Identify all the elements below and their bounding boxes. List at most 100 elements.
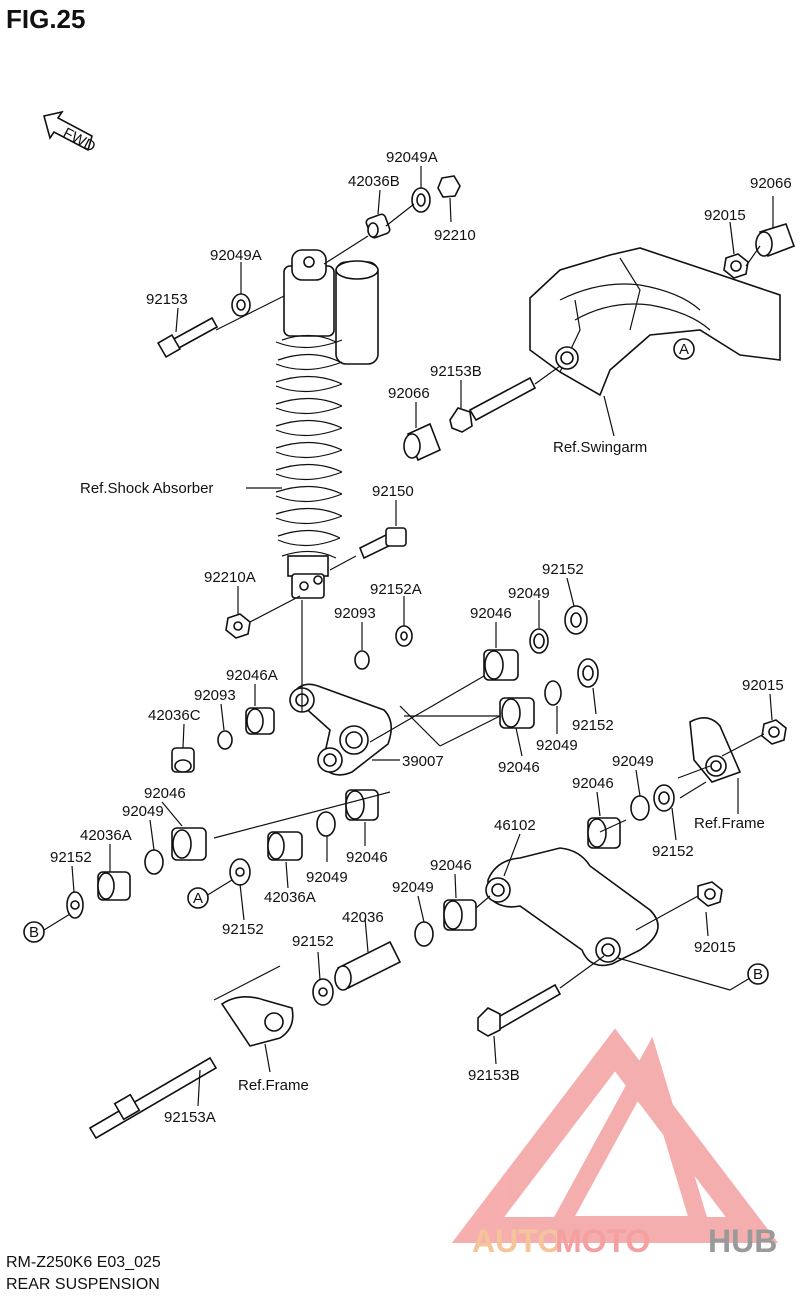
svg-text:B: B: [29, 924, 39, 941]
label-92152-mid: 92152: [222, 921, 264, 938]
nut-92015-top: [723, 253, 749, 279]
label-92046-a: 92046: [470, 605, 512, 622]
label-92066-mid: 92066: [388, 385, 430, 402]
washer-92049-b: [544, 680, 562, 706]
label-92046-left: 92046: [144, 785, 186, 802]
washer-92152-c: [653, 784, 675, 812]
nut-92210: [437, 175, 461, 198]
linkage-lever-39007: [289, 683, 392, 776]
collar-42036: [334, 940, 402, 991]
fwd-arrow-icon: FWD: [43, 110, 98, 156]
label-92049A-top: 92049A: [386, 149, 438, 166]
label-42036B: 42036B: [348, 173, 400, 190]
label-92066-top: 92066: [750, 175, 792, 192]
label-92015-top: 92015: [704, 207, 746, 224]
label-92049-a: 92049: [508, 585, 550, 602]
label-42036C: 42036C: [148, 707, 201, 724]
label-92153A: 92153A: [164, 1109, 216, 1126]
svg-text:HUB: HUB: [708, 1223, 777, 1259]
label-92210A: 92210A: [204, 569, 256, 586]
nut-92015-right: [761, 719, 787, 745]
label-ref-frame-low: Ref.Frame: [238, 1077, 309, 1094]
label-92046-c: 92046: [572, 775, 614, 792]
label-39007: 39007: [402, 753, 444, 770]
swingarm-section: [529, 247, 781, 397]
washer-92152-low: [312, 978, 334, 1006]
bearing-92046-d: [345, 789, 379, 821]
washer-92049-d: [316, 811, 336, 837]
label-92049-b: 92049: [536, 737, 578, 754]
bearing-92046-e: [443, 899, 477, 931]
footer-code: RM-Z250K6 E03_025: [6, 1254, 161, 1271]
washer-92049-c: [630, 795, 650, 821]
label-92049-d: 92049: [306, 869, 348, 886]
bearing-92046-a: [483, 649, 519, 681]
label-92152-low: 92152: [292, 933, 334, 950]
bolt-92153: [156, 316, 219, 359]
callout-a-right: A: [673, 338, 695, 360]
washer-92152-b: [577, 658, 599, 688]
bolt-92150: [358, 527, 407, 560]
bush-92066-mid: [403, 422, 442, 462]
collar-42036A-left: [97, 871, 131, 901]
label-ref-frame-right: Ref.Frame: [694, 815, 765, 832]
label-42036: 42036: [342, 909, 384, 926]
washer-92152-left: [66, 891, 84, 919]
label-92150: 92150: [372, 483, 414, 500]
washer-92049-a: [529, 628, 549, 654]
leader-lines: [43, 166, 774, 1107]
label-92046A: 92046A: [226, 667, 278, 684]
bearing-92046A: [245, 707, 275, 735]
collar-42036B: [365, 213, 391, 239]
label-92152-b: 92152: [572, 717, 614, 734]
svg-text:A: A: [679, 341, 689, 358]
nut-92015-low: [697, 881, 723, 907]
washer-92049-left: [144, 849, 164, 875]
label-92152-c: 92152: [652, 843, 694, 860]
label-92152A: 92152A: [370, 581, 422, 598]
label-92049-e: 92049: [392, 879, 434, 896]
washer-92049A-top: [411, 187, 431, 213]
label-92049-left: 92049: [122, 803, 164, 820]
footer: RM-Z250K6 E03_025 REAR SUSPENSION: [6, 1252, 161, 1296]
svg-text:MOTO: MOTO: [555, 1223, 650, 1259]
washer-92093-b: [217, 730, 233, 750]
label-92046-e: 92046: [430, 857, 472, 874]
washer-92093-a: [354, 650, 370, 670]
label-92152-top: 92152: [542, 561, 584, 578]
bearing-92046-b: [499, 697, 535, 729]
label-92093-b: 92093: [194, 687, 236, 704]
bolt-92153B-mid: [449, 376, 537, 433]
callout-a-left: A: [187, 887, 209, 909]
collar-42036A-mid: [267, 831, 303, 861]
svg-text:AUTO: AUTO: [472, 1223, 562, 1259]
bush-92066-top: [755, 223, 796, 258]
callout-b-left: B: [23, 921, 45, 943]
label-92046-b: 92046: [498, 759, 540, 776]
label-ref-swingarm: Ref.Swingarm: [553, 439, 647, 456]
nut-92210A: [225, 613, 251, 639]
footer-title: REAR SUSPENSION: [6, 1276, 160, 1293]
watermark-text: AUTO MOTO HUB: [472, 1223, 777, 1259]
label-92049-c: 92049: [612, 753, 654, 770]
label-92015-right: 92015: [742, 677, 784, 694]
label-92210: 92210: [434, 227, 476, 244]
label-92153B-mid: 92153B: [430, 363, 482, 380]
svg-text:B: B: [753, 966, 763, 983]
washer-92152-top: [564, 605, 588, 635]
label-92153: 92153: [146, 291, 188, 308]
svg-text:A: A: [193, 890, 203, 907]
washer-92049-e: [414, 921, 434, 947]
label-42036A-mid: 42036A: [264, 889, 316, 906]
washer-92152-mid: [229, 858, 251, 886]
bearing-92046-c: [587, 817, 621, 849]
collar-42036C: [171, 747, 195, 773]
axle-92153A: [88, 1056, 218, 1140]
frame-bracket-right: [689, 717, 742, 783]
label-92093-a: 92093: [334, 605, 376, 622]
link-rod-46102: [485, 847, 659, 967]
callout-b-right: B: [747, 963, 769, 985]
label-92152-left: 92152: [50, 849, 92, 866]
shock-absorber: [275, 249, 379, 599]
label-ref-shock-absorber: Ref.Shock Absorber: [80, 480, 213, 497]
